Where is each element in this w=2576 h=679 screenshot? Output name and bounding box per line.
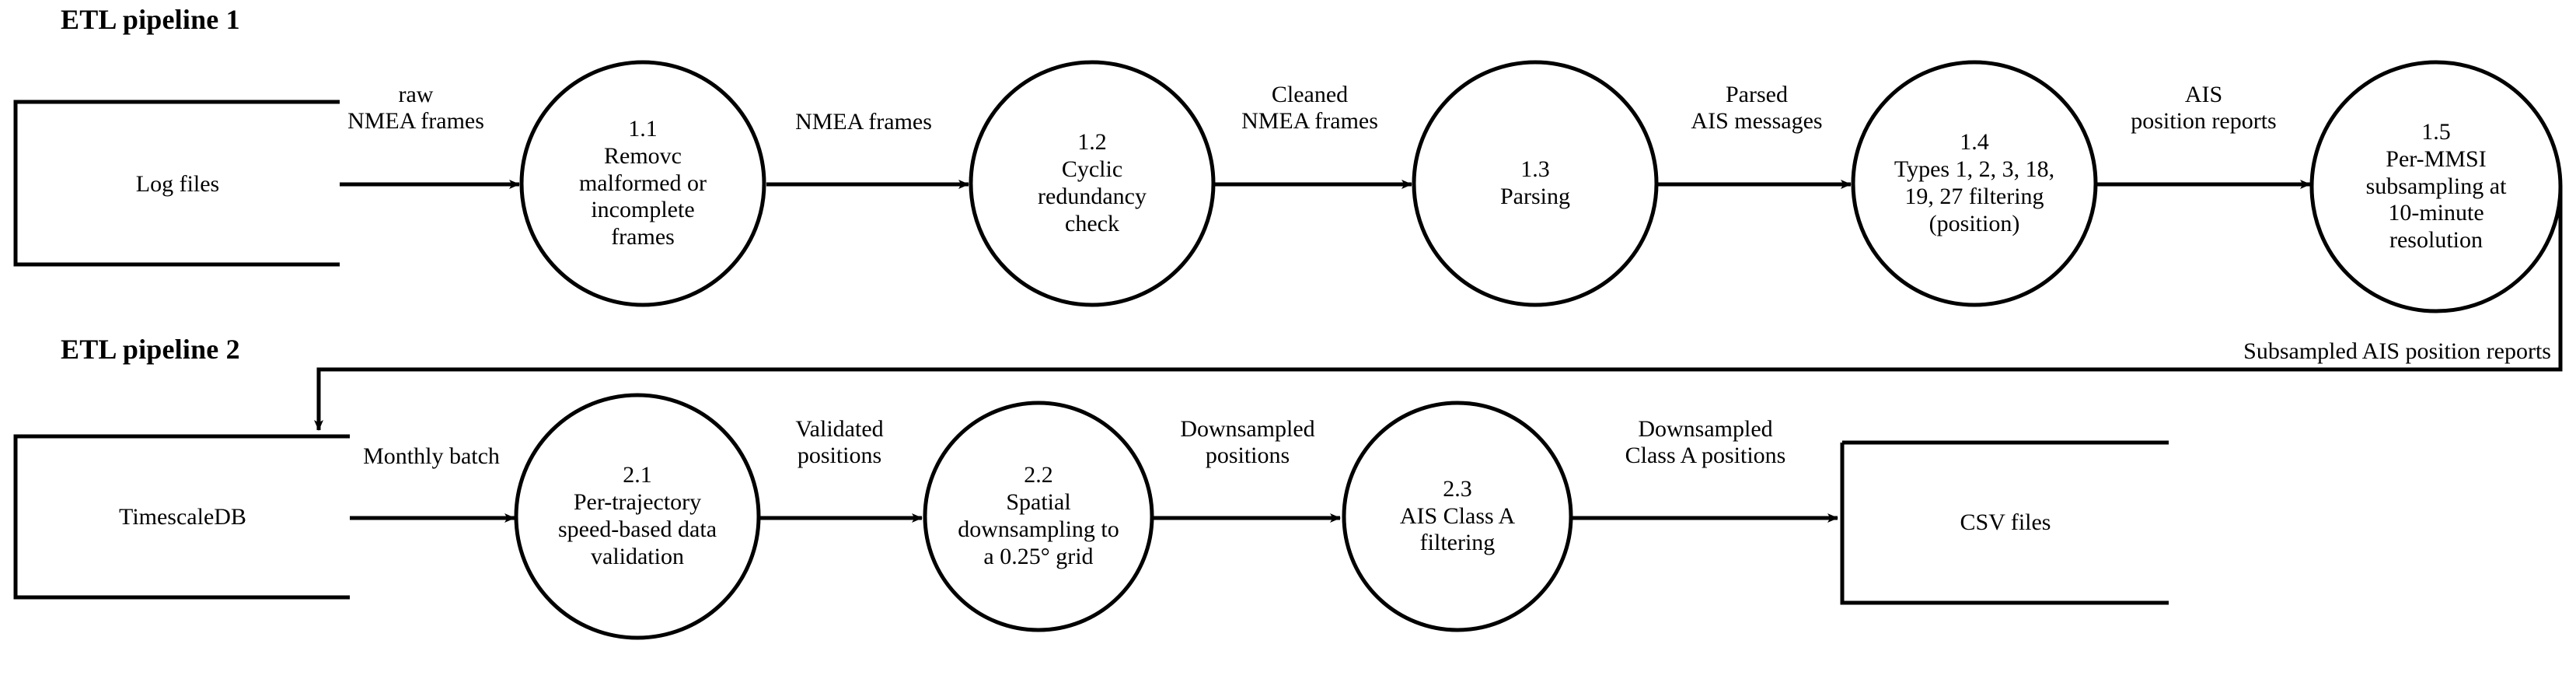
process-1-1-line-1: Removc xyxy=(604,142,682,169)
process-2-2-line-0: 2.2 xyxy=(1024,462,1053,488)
process-1-4-line-0: 1.4 xyxy=(1960,129,1989,156)
process-1-2-line-2: redundancy xyxy=(1038,184,1147,209)
process-circle-2-1[interactable] xyxy=(514,393,761,640)
datastore-label-log-files: Log files xyxy=(135,171,220,197)
flow-label-1-2-to-1-3: Cleaned NMEA frames xyxy=(1197,82,1422,135)
process-1-5-line-0: 1.5 xyxy=(2421,119,2451,145)
process-label-1-5: 1.5 Per-MMSI subsampling at 10-minute re… xyxy=(2304,62,2568,311)
process-label-1-3: 1.3 Parsing xyxy=(1414,62,1656,305)
process-2-1-line-0: 2.1 xyxy=(623,462,652,488)
process-1-3-line-0: 1.3 xyxy=(1520,156,1550,183)
process-1-1-line-0: 1.1 xyxy=(628,116,658,142)
datastore-log-files-shape xyxy=(13,100,340,267)
flow-label-1-4-to-1-5: AIS position reports xyxy=(2083,82,2324,135)
process-1-5-line-1: Per-MMSI xyxy=(2386,145,2487,172)
process-1-5-line-2: subsampling at xyxy=(2365,173,2507,199)
flow-label-2-2-to-2-3: Downsampled positions xyxy=(1135,416,1360,469)
flow-label-timescaledb-to-2-1: Monthly batch xyxy=(315,443,548,470)
process-circle-2-2[interactable] xyxy=(923,401,1154,632)
flow-label-subsampled-ais-position-reports: Subsampled AIS position reports xyxy=(1399,338,2551,365)
flow-label-2-1-to-2-2: Validated positions xyxy=(742,416,937,469)
flow-arrow-1-5-to-timescaledb xyxy=(314,185,2563,431)
flow-label-line-0: Downsampled xyxy=(1180,416,1315,442)
process-1-2-line-3: check xyxy=(1065,210,1119,236)
datastore-csv-files-shape xyxy=(1840,440,2169,605)
process-1-1-line-2: malformed or xyxy=(578,170,707,196)
process-1-1-line-4: frames xyxy=(611,224,675,250)
process-1-2-line-1: Cyclic xyxy=(1061,156,1123,183)
process-1-3-line-1: Parsing xyxy=(1500,184,1570,209)
process-2-2-line-2: downsampling to xyxy=(958,516,1119,542)
process-2-1-line-3: validation xyxy=(591,543,684,569)
process-1-4-line-2: 19, 27 filtering xyxy=(1904,184,2044,209)
process-1-5-line-4: resolution xyxy=(2389,227,2483,254)
flow-label-1-3-to-1-4: Parsed AIS messages xyxy=(1640,82,1873,135)
process-label-2-2: 2.2 Spatial downsampling to a 0.25° grid xyxy=(916,403,1161,630)
flow-label-line-0: AIS xyxy=(2184,82,2223,107)
process-label-1-1: 1.1 Removc malformed or incomplete frame… xyxy=(522,62,764,305)
flow-label-line-0: Validated xyxy=(795,416,884,442)
flow-label-line-1: NMEA frames xyxy=(347,108,484,135)
flow-label-line-1: NMEA frames xyxy=(1241,108,1378,135)
process-label-2-3: 2.3 AIS Class A filtering xyxy=(1336,403,1579,630)
datastore-label-csv-files: CSV files xyxy=(1960,509,2051,535)
flow-label-2-3-to-csvfiles: Downsampled Class A positions xyxy=(1552,416,1859,469)
flow-label-line-0: Downsampled xyxy=(1638,416,1773,442)
process-2-3-line-0: 2.3 xyxy=(1443,475,1472,502)
flow-label-line-1: positions xyxy=(1205,443,1290,469)
process-1-4-line-3: (position) xyxy=(1929,210,2020,236)
datastore-timescaledb-shape xyxy=(13,434,350,600)
process-1-4-line-1: Types 1, 2, 3, 18, xyxy=(1894,156,2055,183)
heading-etl-pipeline-1: ETL pipeline 1 xyxy=(61,4,240,35)
process-1-1-line-3: incomplete xyxy=(591,197,695,223)
process-circle-1-1[interactable] xyxy=(519,60,766,307)
process-circle-1-2[interactable] xyxy=(969,60,1216,307)
bridge-label-line-0: Subsampled AIS position reports xyxy=(2243,338,2551,364)
process-2-3-line-2: filtering xyxy=(1419,530,1496,556)
flow-label-line-1: AIS messages xyxy=(1691,108,1823,135)
flow-label-line-1: position reports xyxy=(2131,108,2277,135)
datastore-label-timescaledb: TimescaleDB xyxy=(119,504,246,530)
process-label-2-1: 2.1 Per-trajectory speed-based data vali… xyxy=(516,395,759,638)
process-label-1-4: 1.4 Types 1, 2, 3, 18, 19, 27 filtering … xyxy=(1845,62,2103,305)
flow-label-line-0: Cleaned xyxy=(1271,82,1349,107)
process-1-2-line-0: 1.2 xyxy=(1077,129,1107,156)
flow-label-line-0: Parsed xyxy=(1726,82,1788,107)
flow-label-line-0: Monthly batch xyxy=(363,443,500,469)
flow-label-line-0: raw xyxy=(398,82,434,107)
process-circle-2-3[interactable] xyxy=(1342,401,1573,632)
process-label-1-2: 1.2 Cyclic redundancy check xyxy=(971,62,1213,305)
process-circle-1-3[interactable] xyxy=(1412,60,1659,307)
process-2-1-line-2: speed-based data xyxy=(557,516,717,542)
heading-etl-pipeline-2: ETL pipeline 2 xyxy=(61,334,240,365)
process-circle-1-4[interactable] xyxy=(1851,60,2098,307)
flow-label-line-0: NMEA frames xyxy=(795,109,932,135)
flow-label-logfiles-to-1-1: raw NMEA frames xyxy=(303,82,529,135)
process-1-5-line-3: 10-minute xyxy=(2388,200,2484,226)
process-2-3-line-1: AIS Class A xyxy=(1399,502,1516,529)
process-2-2-line-1: Spatial xyxy=(1006,489,1071,516)
process-2-1-line-1: Per-trajectory xyxy=(573,489,702,516)
flow-label-line-1: positions xyxy=(797,443,882,469)
flow-label-line-1: Class A positions xyxy=(1625,443,1786,469)
process-2-2-line-3: a 0.25° grid xyxy=(983,543,1094,569)
flow-label-1-1-to-1-2: NMEA frames xyxy=(751,109,976,135)
